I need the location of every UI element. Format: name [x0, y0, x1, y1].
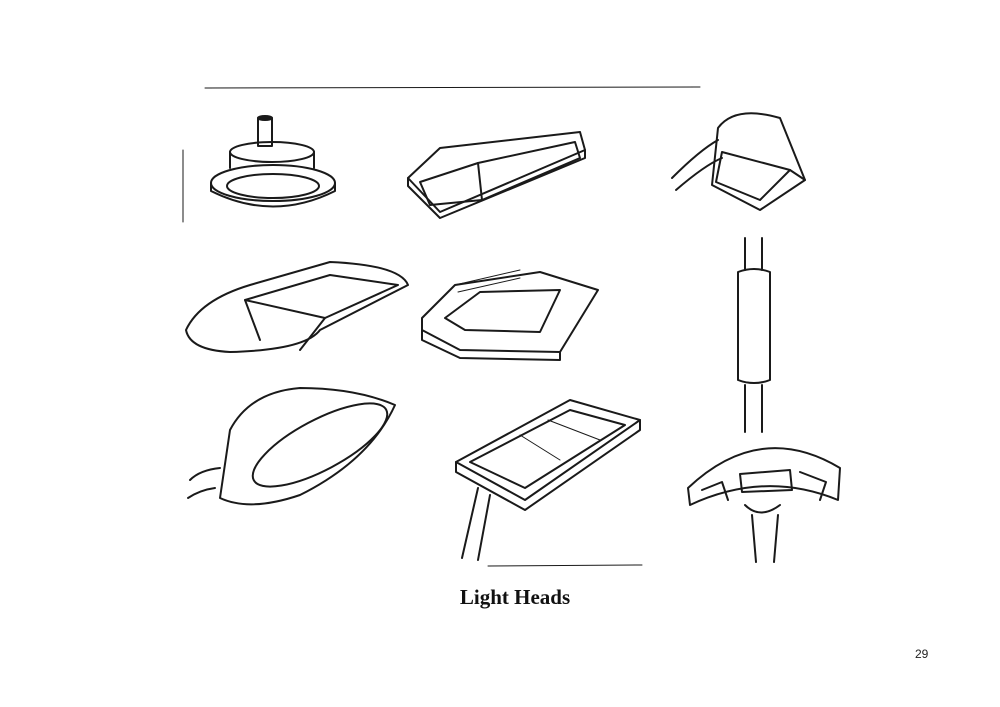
guide-lines: [182, 86, 701, 567]
dual-panel-head-sketch: [455, 399, 641, 561]
rectangular-led-panel-sketch: [407, 131, 586, 219]
floodlight-sketch: [671, 112, 806, 211]
round-downlight-sketch: [210, 115, 336, 208]
pole-sleeve-sketch: [737, 237, 771, 433]
finned-box-luminaire-sketch: [421, 269, 599, 361]
oval-head-sketch: [187, 387, 396, 506]
page-number: 29: [915, 647, 929, 661]
cobra-head-sketch: [185, 261, 409, 353]
figure-caption: Light Heads: [459, 585, 571, 609]
curved-top-luminaire-sketch: [687, 447, 841, 563]
